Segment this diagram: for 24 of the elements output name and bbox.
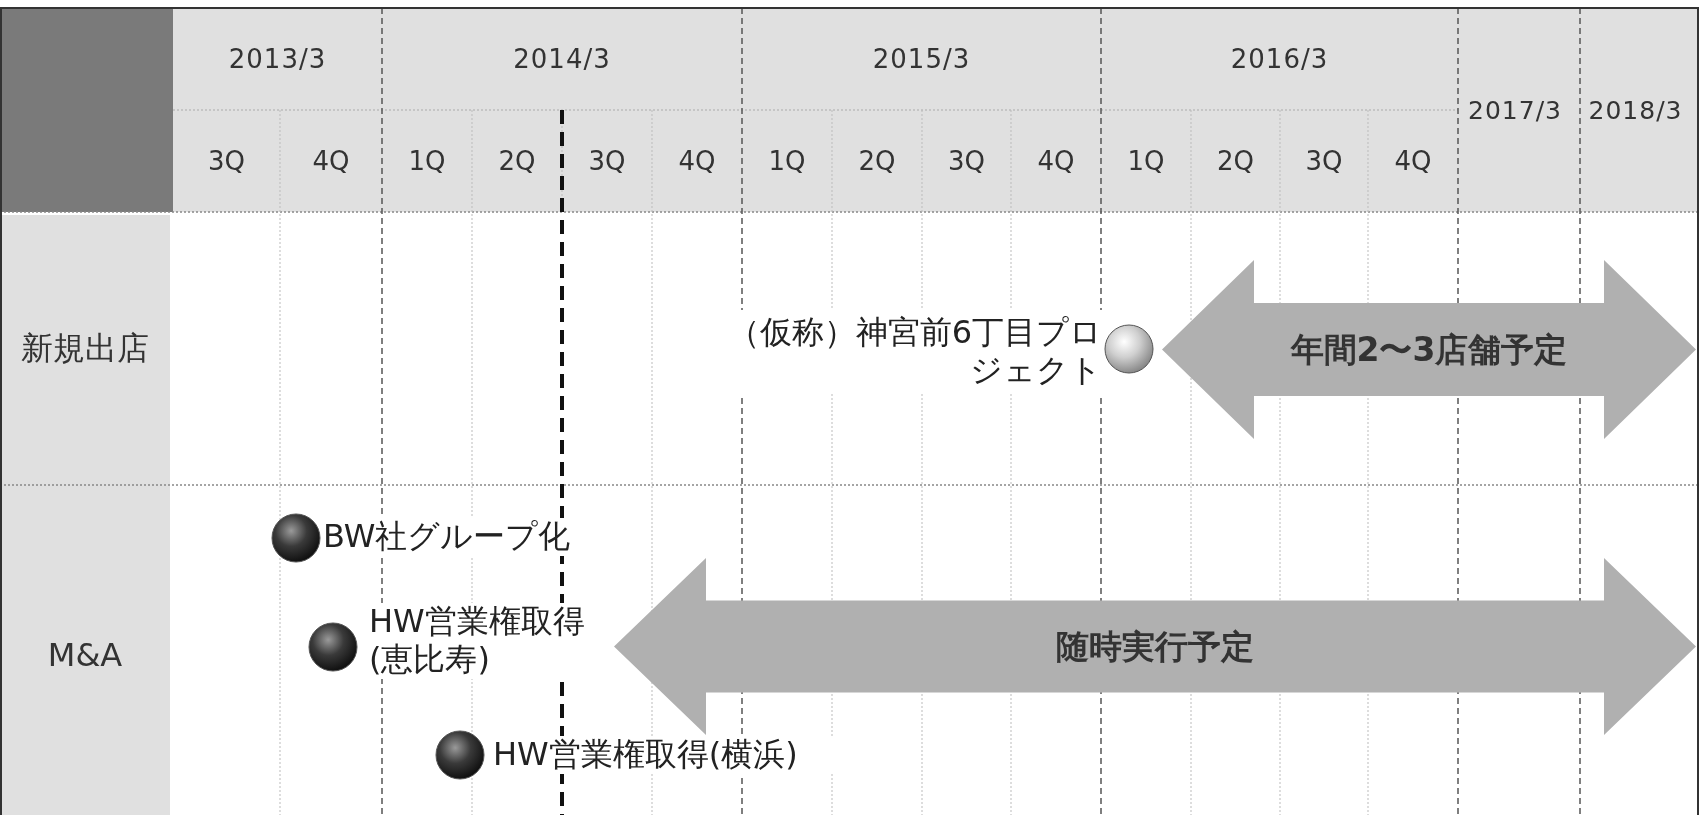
arrow-label: 随時実行予定	[1056, 625, 1254, 667]
arrow-label: 年間2〜3店舗予定	[1290, 328, 1568, 370]
year-label: 2014/3	[513, 44, 611, 74]
year-label: 2016/3	[1230, 44, 1329, 74]
quarter-label: 1Q	[768, 146, 806, 176]
row-header: M&A	[47, 636, 123, 674]
quarter-label: 4Q	[1037, 146, 1075, 176]
quarter-label: 1Q	[408, 146, 446, 176]
quarter-label: 1Q	[1127, 146, 1165, 176]
year-label: 2013/3	[228, 44, 327, 74]
quarter-label: 3Q	[1305, 146, 1343, 176]
quarter-label: 4Q	[1394, 146, 1432, 176]
quarter-label: 4Q	[312, 146, 350, 176]
year-label: 2017/3	[1468, 95, 1562, 125]
quarter-label: 3Q	[948, 146, 985, 176]
quarter-label: 2Q	[498, 146, 536, 176]
quarter-label: 3Q	[588, 146, 626, 176]
year-label: 2018/3	[1588, 95, 1683, 125]
quarter-label: 2Q	[1217, 146, 1254, 176]
quarter-label: 3Q	[208, 146, 245, 176]
row-header: 新規出店	[21, 327, 149, 369]
quarter-label: 4Q	[678, 146, 716, 176]
quarter-label: 2Q	[858, 146, 896, 176]
year-label: 2015/3	[872, 44, 971, 74]
